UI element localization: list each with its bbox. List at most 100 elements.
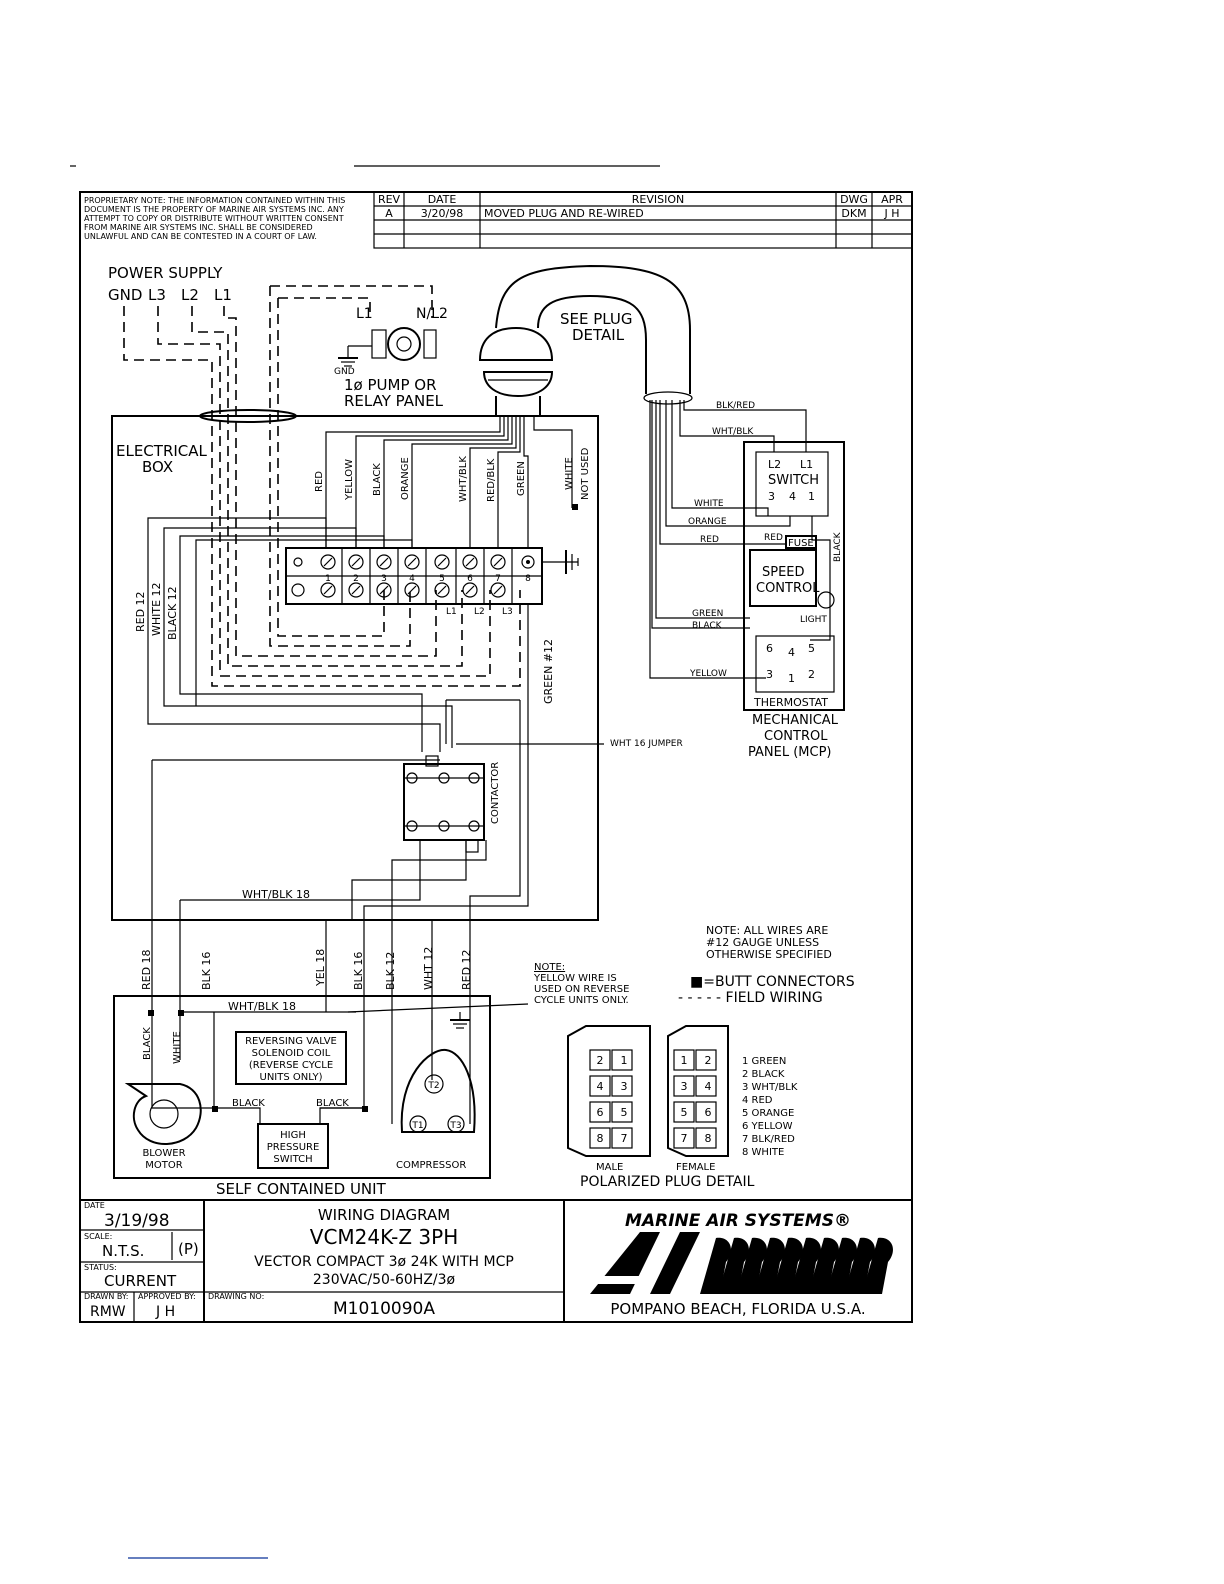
terminal-screw bbox=[320, 554, 336, 570]
svg-text:BLACK: BLACK bbox=[316, 1098, 349, 1109]
svg-text:5: 5 bbox=[439, 574, 445, 584]
svg-text:WHITE: WHITE bbox=[564, 457, 575, 490]
svg-text:FROM MARINE AIR SYSTEMS INC. S: FROM MARINE AIR SYSTEMS INC. SHALL BE CO… bbox=[84, 223, 313, 232]
svg-text:RED/BLK: RED/BLK bbox=[486, 458, 497, 502]
self-contained-contents: WHT/BLK 18 BLACK WHITE BLACK BLACK REVER… bbox=[124, 920, 529, 1171]
svg-text:USED ON REVERSE: USED ON REVERSE bbox=[534, 984, 629, 995]
plug-pin-cell bbox=[611, 1049, 633, 1071]
svg-text:■=BUTT CONNECTORS: ■=BUTT CONNECTORS bbox=[690, 974, 855, 990]
svg-text:L2: L2 bbox=[474, 607, 485, 617]
svg-text:(REVERSE CYCLE: (REVERSE CYCLE bbox=[249, 1060, 333, 1071]
electrical-box bbox=[111, 415, 599, 921]
svg-text:WHT/BLK: WHT/BLK bbox=[458, 456, 469, 502]
svg-text:THERMOSTAT: THERMOSTAT bbox=[753, 696, 828, 709]
svg-text:RED: RED bbox=[700, 535, 719, 545]
svg-text:1: 1 bbox=[621, 1054, 628, 1067]
svg-text:WHT 12: WHT 12 bbox=[422, 947, 435, 990]
svg-text:(P): (P) bbox=[178, 1240, 199, 1258]
dwg-value: DKM bbox=[841, 207, 866, 220]
svg-text:APPROVED BY:: APPROVED BY: bbox=[138, 1292, 196, 1301]
svg-text:RED: RED bbox=[314, 471, 325, 492]
svg-text:FUSE: FUSE bbox=[788, 538, 814, 549]
svg-text:4: 4 bbox=[705, 1080, 712, 1093]
svg-text:POLARIZED PLUG DETAIL: POLARIZED PLUG DETAIL bbox=[580, 1174, 755, 1190]
svg-text:4: 4 bbox=[789, 490, 796, 503]
svg-text:RED: RED bbox=[764, 533, 783, 543]
svg-text:ELECTRICAL: ELECTRICAL bbox=[116, 442, 208, 460]
svg-text:T3: T3 bbox=[449, 1121, 461, 1131]
svg-text:NOT USED: NOT USED bbox=[580, 447, 591, 500]
svg-text:7: 7 bbox=[495, 574, 501, 584]
svg-text:BLACK: BLACK bbox=[142, 1027, 153, 1060]
svg-text:1: 1 bbox=[808, 490, 815, 503]
svg-text:#12 GAUGE UNLESS: #12 GAUGE UNLESS bbox=[706, 936, 819, 949]
svg-text:- - - - - FIELD WIRING: - - - - - FIELD WIRING bbox=[678, 990, 823, 1006]
screw-slot bbox=[351, 585, 361, 595]
svg-text:YEL 18: YEL 18 bbox=[314, 949, 327, 987]
plug-harness bbox=[325, 416, 578, 548]
self-contained-unit bbox=[113, 995, 491, 1179]
proprietary-note: PROPRIETARY NOTE: THE INFORMATION CONTAI… bbox=[84, 196, 345, 241]
terminal-screw bbox=[434, 582, 450, 598]
terminal-block: 1 2 3 4 5 6 7 8 L1 L2 L3 bbox=[285, 547, 579, 617]
svg-text:WHT/BLK 18: WHT/BLK 18 bbox=[228, 1000, 296, 1013]
svg-text:6: 6 bbox=[705, 1106, 712, 1119]
plug-cable: SEE PLUG DETAIL bbox=[478, 264, 693, 416]
contactor: CONTACTOR bbox=[403, 755, 501, 853]
svg-text:RED 12: RED 12 bbox=[460, 949, 473, 990]
date-value: 3/20/98 bbox=[421, 207, 463, 220]
svg-text:2: 2 bbox=[808, 668, 815, 681]
svg-text:BLK 12: BLK 12 bbox=[384, 952, 397, 990]
box-wiring: RED 12 WHITE 12 BLACK 12 GREEN #12 WHT/B… bbox=[134, 517, 683, 920]
svg-text:T1: T1 bbox=[411, 1121, 423, 1131]
plug-pin-cell bbox=[611, 1075, 633, 1097]
terminal-screw bbox=[404, 582, 420, 598]
screw-slot bbox=[493, 557, 503, 567]
apr-header: APR bbox=[881, 193, 903, 206]
svg-text:BLOWER: BLOWER bbox=[142, 1148, 185, 1159]
svg-text:WHITE: WHITE bbox=[694, 499, 724, 509]
terminal-screw bbox=[348, 582, 364, 598]
svg-text:ORANGE: ORANGE bbox=[400, 457, 411, 500]
svg-text:6 YELLOW: 6 YELLOW bbox=[742, 1121, 793, 1132]
svg-text:4 RED: 4 RED bbox=[742, 1095, 773, 1106]
svg-text:WHITE 12: WHITE 12 bbox=[150, 582, 163, 636]
screw-slot bbox=[407, 585, 417, 595]
svg-text:5: 5 bbox=[808, 642, 815, 655]
svg-text:7: 7 bbox=[681, 1132, 688, 1145]
plug-pin-cell bbox=[695, 1101, 717, 1123]
model-title: VCM24K-Z 3PH bbox=[310, 1225, 458, 1249]
plug-pin-cell bbox=[673, 1049, 695, 1071]
plug-pin-cell bbox=[589, 1127, 611, 1149]
svg-text:7: 7 bbox=[621, 1132, 628, 1145]
svg-text:6: 6 bbox=[597, 1106, 604, 1119]
terminal-screw bbox=[490, 554, 506, 570]
svg-text:PANEL (MCP): PANEL (MCP) bbox=[748, 745, 832, 760]
svg-text:L3: L3 bbox=[502, 607, 513, 617]
logo-stripe bbox=[844, 1237, 875, 1294]
svg-text:ATTEMPT TO COPY OR DISTRIBUTE: ATTEMPT TO COPY OR DISTRIBUTE WITHOUT WR… bbox=[84, 214, 344, 223]
svg-text:230VAC/50-60HZ/3ø: 230VAC/50-60HZ/3ø bbox=[313, 1272, 456, 1288]
mcp-panel: L2 L1 SWITCH 3 4 1 SPEED CONTROL FUSE LI… bbox=[743, 441, 845, 760]
apr-value: J H bbox=[883, 207, 899, 220]
svg-text:3: 3 bbox=[768, 490, 775, 503]
svg-text:STATUS:: STATUS: bbox=[84, 1263, 117, 1272]
svg-text:2 BLACK: 2 BLACK bbox=[742, 1069, 785, 1080]
svg-text:RED 18: RED 18 bbox=[140, 949, 153, 990]
svg-text:WIRING DIAGRAM: WIRING DIAGRAM bbox=[318, 1206, 450, 1224]
plug-pin-cell bbox=[695, 1049, 717, 1071]
svg-text:5: 5 bbox=[681, 1106, 688, 1119]
svg-text:DOCUMENT IS THE PROPERTY OF MA: DOCUMENT IS THE PROPERTY OF MARINE AIR S… bbox=[84, 205, 344, 214]
screw-slot bbox=[465, 585, 475, 595]
svg-text:BLK 16: BLK 16 bbox=[200, 952, 213, 990]
drawing-date: 3/19/98 bbox=[104, 1211, 170, 1231]
svg-text:GREEN: GREEN bbox=[516, 461, 527, 496]
svg-text:LIGHT: LIGHT bbox=[800, 615, 827, 625]
pump-l1: L1 bbox=[356, 306, 373, 322]
svg-text:3: 3 bbox=[766, 668, 773, 681]
plug-pin-cell bbox=[695, 1127, 717, 1149]
svg-text:3: 3 bbox=[621, 1080, 628, 1093]
logo-stripe bbox=[736, 1237, 767, 1294]
plug-pin-cell bbox=[589, 1101, 611, 1123]
svg-text:3: 3 bbox=[681, 1080, 688, 1093]
